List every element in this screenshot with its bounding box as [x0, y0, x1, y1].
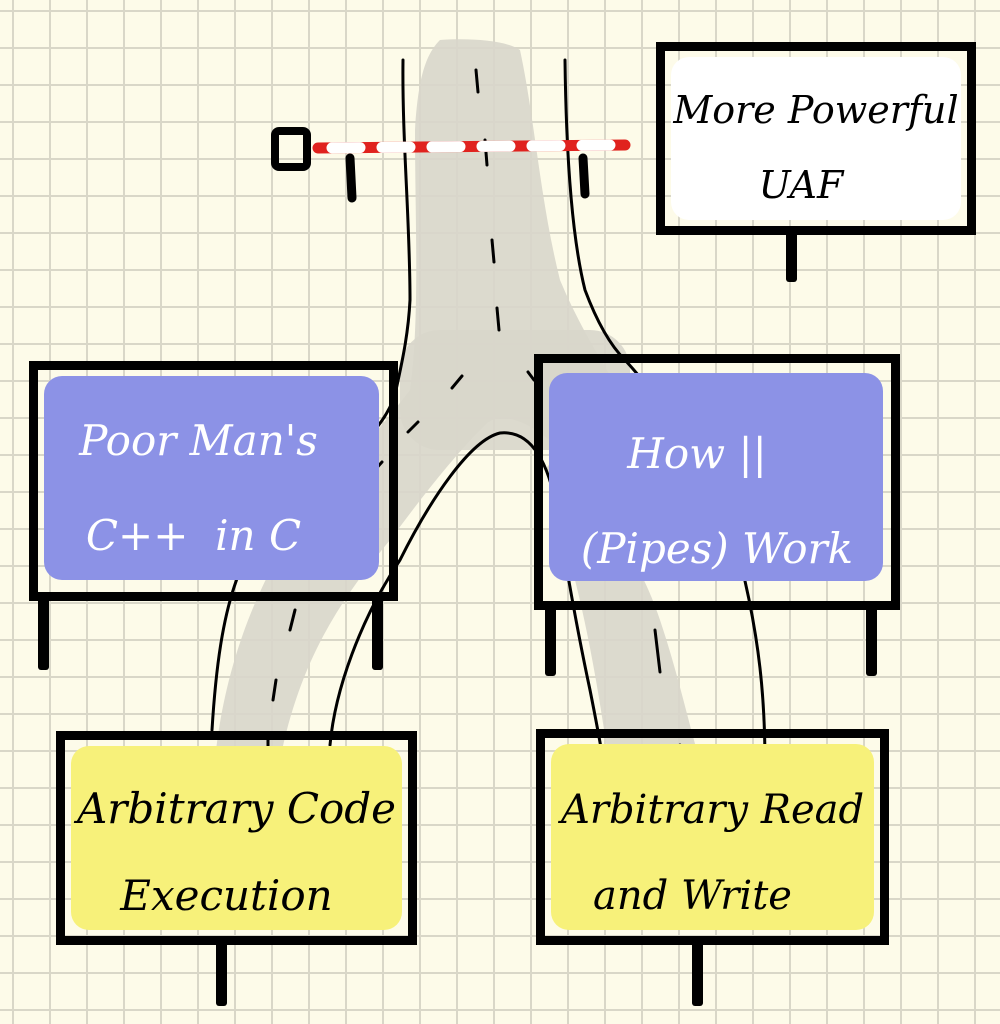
- sign-label-line1: More Powerful: [673, 88, 959, 132]
- sign-label-line1: Poor Man's: [79, 416, 318, 465]
- sign-label-line2: C++ in C: [85, 511, 302, 560]
- sign-label-line1: Arbitrary Code: [76, 784, 397, 833]
- sign-arbitrary-read-write: Arbitrary Read and Write: [536, 729, 889, 945]
- sign-post: [216, 942, 227, 1006]
- sign-post: [372, 598, 383, 670]
- sign-how-pipes-work: How || (Pipes) Work: [534, 354, 900, 610]
- sign-label-line2: UAF: [758, 163, 844, 207]
- sign-label-line1: Arbitrary Read: [560, 787, 865, 833]
- sign-post: [545, 606, 556, 676]
- sign-post: [786, 232, 797, 282]
- sign-post: [692, 942, 703, 1006]
- sign-post: [38, 598, 49, 670]
- sign-label-line2: and Write: [593, 873, 792, 919]
- sign-arbitrary-code-execution: Arbitrary Code Execution: [56, 731, 417, 945]
- sign-more-powerful-uaf: More Powerful UAF: [656, 42, 976, 235]
- sign-label-line1: How ||: [627, 429, 767, 478]
- sign-post: [866, 606, 877, 676]
- sign-poor-mans-cpp: Poor Man's C++ in C: [29, 361, 398, 601]
- sign-label-line2: (Pipes) Work: [580, 524, 854, 573]
- sign-label-line2: Execution: [120, 871, 333, 920]
